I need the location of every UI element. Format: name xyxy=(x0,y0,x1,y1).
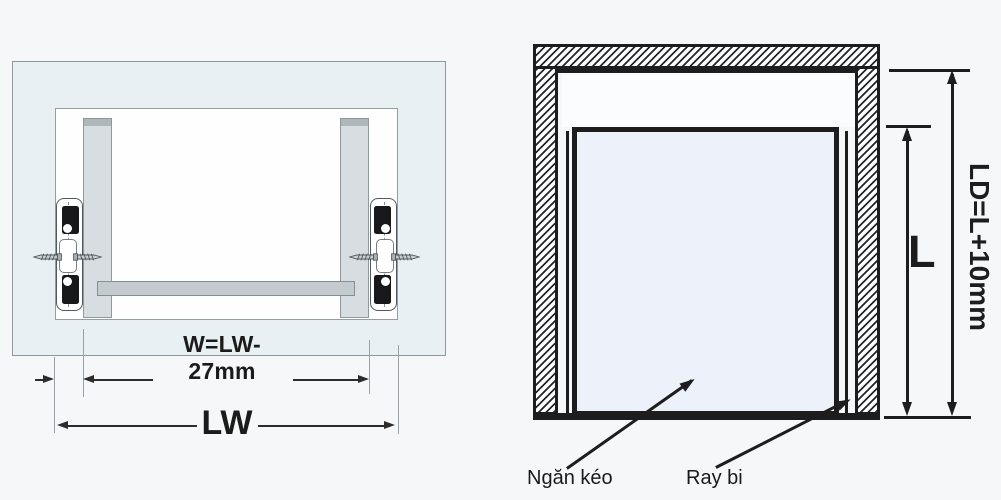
ld-dim-down-arrowhead xyxy=(947,402,957,416)
screw-icon xyxy=(348,249,378,261)
ld-dim-line xyxy=(951,74,954,409)
ld-dim-up-arrowhead xyxy=(947,70,957,84)
cabinet-top-panel-hatched xyxy=(533,44,880,69)
screw-icon xyxy=(32,249,62,261)
screw-icon xyxy=(73,249,103,261)
ld-formula-label: LD=L+10mm xyxy=(964,162,995,332)
slide-rail-line-left xyxy=(566,131,569,413)
front-view-figure: W=LW-27mm LW xyxy=(0,0,500,500)
extension-line xyxy=(398,345,399,434)
w-dim-helper-arrowhead xyxy=(43,375,54,383)
bearing-ball xyxy=(62,223,72,233)
w-dim-left-line xyxy=(93,379,153,381)
panel-top-cap xyxy=(84,119,111,126)
lw-dim-left-line xyxy=(67,425,197,427)
l-dim-line xyxy=(906,131,909,409)
lw-dim-left-arrowhead xyxy=(57,421,68,429)
rail-callout-label: Ray bi xyxy=(686,467,743,489)
w-dim-left-arrowhead xyxy=(83,375,94,383)
l-dim-top-tick xyxy=(886,125,931,128)
cabinet-top-inner-edge xyxy=(558,69,855,73)
panel-top-cap xyxy=(341,119,368,126)
screw-icon xyxy=(391,249,421,261)
extension-line xyxy=(83,329,84,397)
extension-line xyxy=(54,357,55,433)
extension-line xyxy=(369,340,370,394)
drawer-bottom-panel xyxy=(97,281,355,296)
cabinet-right-wall-hatched xyxy=(855,66,880,415)
drawer-box-side-view xyxy=(572,127,839,416)
w-dim-right-arrowhead xyxy=(358,375,369,383)
bearing-ball xyxy=(62,277,72,286)
slide-roller-bottom xyxy=(62,275,79,304)
top-clearance-gap xyxy=(562,73,855,127)
shared-bottom-tick xyxy=(884,416,971,419)
lw-label: LW xyxy=(201,404,253,442)
drawer-callout-label: Ngăn kéo xyxy=(527,467,613,489)
slide-rail-line-right xyxy=(845,131,848,413)
l-label: L xyxy=(908,226,936,277)
cabinet-left-wall-hatched xyxy=(533,66,558,415)
l-dim-up-arrowhead xyxy=(902,127,912,141)
lw-dim-right-line xyxy=(258,425,385,427)
w-formula-label: W=LW-27mm xyxy=(183,331,261,384)
ld-dim-top-tick xyxy=(889,69,970,72)
w-dim-right-line xyxy=(293,379,359,381)
cabinet-bottom-edge xyxy=(533,413,880,420)
w-dim-helper-line xyxy=(35,379,44,381)
l-dim-down-arrowhead xyxy=(902,402,912,416)
slide-roller-top xyxy=(62,206,79,234)
lw-dim-right-arrowhead xyxy=(384,421,395,429)
